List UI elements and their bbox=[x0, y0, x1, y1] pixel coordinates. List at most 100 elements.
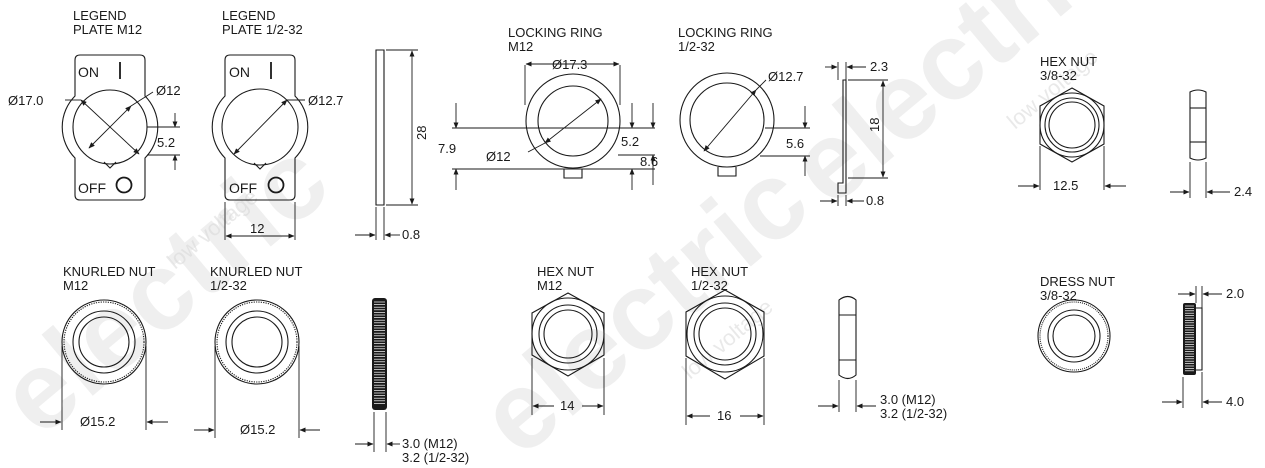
legend-plate-half-on-text: ON bbox=[229, 64, 250, 80]
locking-ring-m12-outer-dia-text: Ø17.3 bbox=[552, 57, 587, 72]
locking-ring-half-dim-5-6-text: 5.6 bbox=[786, 136, 804, 151]
legend-plate-half-off-mark bbox=[267, 176, 285, 194]
locking-ring-side-view: 2.3 18 0.8 bbox=[820, 59, 888, 208]
dress-nut-top-thickness-text: 2.0 bbox=[1226, 286, 1244, 301]
legend-plate-m12-offset-text: 5.2 bbox=[157, 135, 175, 150]
knurled-side-thickness-text-1: 3.0 (M12) bbox=[402, 436, 458, 451]
locking-ring-m12-title-line1: LOCKING RING bbox=[508, 25, 603, 40]
ring-side-profile bbox=[837, 79, 847, 194]
knurled-nut-half-outer bbox=[214, 299, 300, 385]
hex-nut-m12-title-line2: M12 bbox=[537, 278, 562, 293]
knurled-nut-m12-chamfer bbox=[72, 310, 136, 374]
dress-nut-title-line2: 3/8-32 bbox=[1040, 288, 1077, 303]
knurled-nut-half: KNURLED NUT 1/2-32 Ø15.2 bbox=[194, 264, 320, 438]
hex-side-thickness-text-1: 3.0 (M12) bbox=[880, 392, 936, 407]
hex-nut-half-bore-outer bbox=[693, 302, 757, 366]
legend-plate-m12-title-line2: PLATE M12 bbox=[73, 22, 142, 37]
hex-nut-38-title-line2: 3/8-32 bbox=[1040, 68, 1077, 83]
leader-line bbox=[755, 79, 767, 91]
legend-plate-m12-title-line1: LEGEND bbox=[73, 8, 126, 23]
legend-plate-half-width-text: 12 bbox=[250, 221, 264, 236]
locking-ring-m12-inner-dia-text: Ø12 bbox=[486, 149, 511, 164]
hex-nut-38-width-text: 12.5 bbox=[1053, 178, 1078, 193]
legend-plate-half-outline bbox=[211, 54, 309, 201]
hex-nut-38-title-line1: HEX NUT bbox=[1040, 54, 1097, 69]
hex-nut-38-chamfer bbox=[1039, 92, 1105, 158]
locking-ring-m12-dim-8-6-text: 8.6 bbox=[640, 154, 658, 169]
hex-nut-38-thickness-text: 2.4 bbox=[1234, 184, 1252, 199]
hex-nut-half-width-text: 16 bbox=[717, 408, 731, 423]
dress-nut-bore bbox=[1052, 314, 1096, 358]
knurled-nut-m12-knurl-ring bbox=[63, 301, 145, 383]
legend-plate-m12-outer-dia-text: Ø17.0 bbox=[8, 93, 43, 108]
locking-ring-half-title-line1: LOCKING RING bbox=[678, 25, 773, 40]
dress-nut-side-collar bbox=[1196, 307, 1203, 371]
plate-side-profile bbox=[375, 49, 385, 206]
hex-nut-half-bore-inner bbox=[698, 307, 752, 361]
legend-plate-m12-off-mark bbox=[115, 176, 133, 194]
locking-ring-half-outer bbox=[679, 72, 775, 168]
locking-ring-m12: LOCKING RING M12 Ø17.3 Ø12 7.9 5.2 8.6 bbox=[438, 25, 658, 190]
hex-nut-half-hexagon bbox=[685, 289, 765, 380]
knurled-nut-m12-bore bbox=[78, 316, 130, 368]
dress-nut-title-line1: DRESS NUT bbox=[1040, 274, 1115, 289]
hex-nut-38-bore-outer bbox=[1044, 97, 1100, 153]
legend-plate-half-off-text: OFF bbox=[229, 180, 257, 196]
locking-ring-m12-dim-7-9-text: 7.9 bbox=[438, 141, 456, 156]
dress-nut-side-texture bbox=[1185, 305, 1194, 372]
legend-plate-half-title-line1: LEGEND bbox=[222, 8, 275, 23]
hex-nut-38-hexagon bbox=[1039, 87, 1105, 163]
hex-nut-m12-hexagon bbox=[531, 292, 605, 377]
knurled-nut-m12: KNURLED NUT M12 Ø15.2 bbox=[40, 264, 168, 430]
hex-nut-half-title-line2: 1/2-32 bbox=[691, 278, 728, 293]
locking-ring-m12-inner bbox=[537, 85, 609, 157]
knurled-nut-side-view: 3.0 (M12) 3.2 (1/2-32) bbox=[355, 298, 469, 465]
locking-ring-m12-outer bbox=[525, 73, 621, 169]
locking-ring-m12-inner-dia-line bbox=[544, 98, 602, 144]
dress-nut-total-thickness-text: 4.0 bbox=[1226, 394, 1244, 409]
dress-nut-chamfer bbox=[1047, 309, 1101, 363]
knurled-nut-half-dia-text: Ø15.2 bbox=[240, 422, 275, 437]
knurled-side-texture bbox=[374, 301, 385, 404]
knurled-nut-half-knurl-ring bbox=[216, 301, 298, 383]
legend-plate-m12-key-notch bbox=[103, 161, 117, 169]
leader-line bbox=[527, 142, 546, 153]
hex-nut-side-view: 3.0 (M12) 3.2 (1/2-32) bbox=[818, 295, 947, 421]
legend-plate-half: LEGEND PLATE 1/2-32 ON OFF Ø12.7 12 bbox=[211, 8, 343, 240]
locking-ring-m12-dim-5-2-text: 5.2 bbox=[621, 134, 639, 149]
knurled-nut-m12-title-line2: M12 bbox=[63, 278, 88, 293]
legend-plate-m12-outline bbox=[61, 54, 159, 201]
hex-nut-38: HEX NUT 3/8-32 12.5 2.4 bbox=[1018, 54, 1252, 199]
dress-nut-knurl-ring bbox=[1039, 301, 1109, 371]
legend-plate-half-dia-line bbox=[233, 99, 288, 155]
locking-ring-m12-tab bbox=[563, 169, 583, 179]
dress-nut-outer bbox=[1037, 299, 1111, 373]
legend-plate-m12-off-text: OFF bbox=[78, 180, 106, 196]
hex-nut-38-bore-inner bbox=[1048, 101, 1096, 149]
locking-ring-m12-title-line2: M12 bbox=[508, 39, 533, 54]
knurled-nut-half-chamfer bbox=[225, 310, 289, 374]
legend-plate-half-dia-text: Ø12.7 bbox=[308, 93, 343, 108]
knurled-nut-half-bore bbox=[231, 316, 283, 368]
dress-nut-side-knurl bbox=[1183, 303, 1196, 375]
hex-nut-m12-bore-inner bbox=[543, 309, 593, 359]
legend-plate-half-key-notch bbox=[253, 162, 267, 170]
dress-nut: DRESS NUT 3/8-32 2.0 4.0 bbox=[1037, 274, 1244, 409]
legend-plate-half-hole bbox=[221, 88, 299, 166]
locking-ring-half-dia-line bbox=[703, 89, 757, 152]
locking-ring-half-dia-text: Ø12.7 bbox=[768, 69, 803, 84]
knurled-nut-half-title-line1: KNURLED NUT bbox=[210, 264, 303, 279]
hex-nut-m12: HEX NUT M12 14 bbox=[531, 264, 605, 415]
hex-nut-m12-title-line1: HEX NUT bbox=[537, 264, 594, 279]
plate-side-thickness-text: 0.8 bbox=[402, 227, 420, 242]
hex-nut-38-side-profile bbox=[1189, 89, 1207, 161]
legend-plate-m12-inner-dia-text: Ø12 bbox=[156, 83, 181, 98]
locking-ring-half: LOCKING RING 1/2-32 Ø12.7 5.6 bbox=[678, 25, 810, 177]
hex-side-profile bbox=[838, 295, 857, 380]
knurled-nut-half-title-line2: 1/2-32 bbox=[210, 278, 247, 293]
hex-nut-half: HEX NUT 1/2-32 16 bbox=[685, 264, 765, 425]
knurled-side-thickness-text-2: 3.2 (1/2-32) bbox=[402, 450, 469, 465]
hex-nut-m12-bore-outer bbox=[538, 304, 598, 364]
